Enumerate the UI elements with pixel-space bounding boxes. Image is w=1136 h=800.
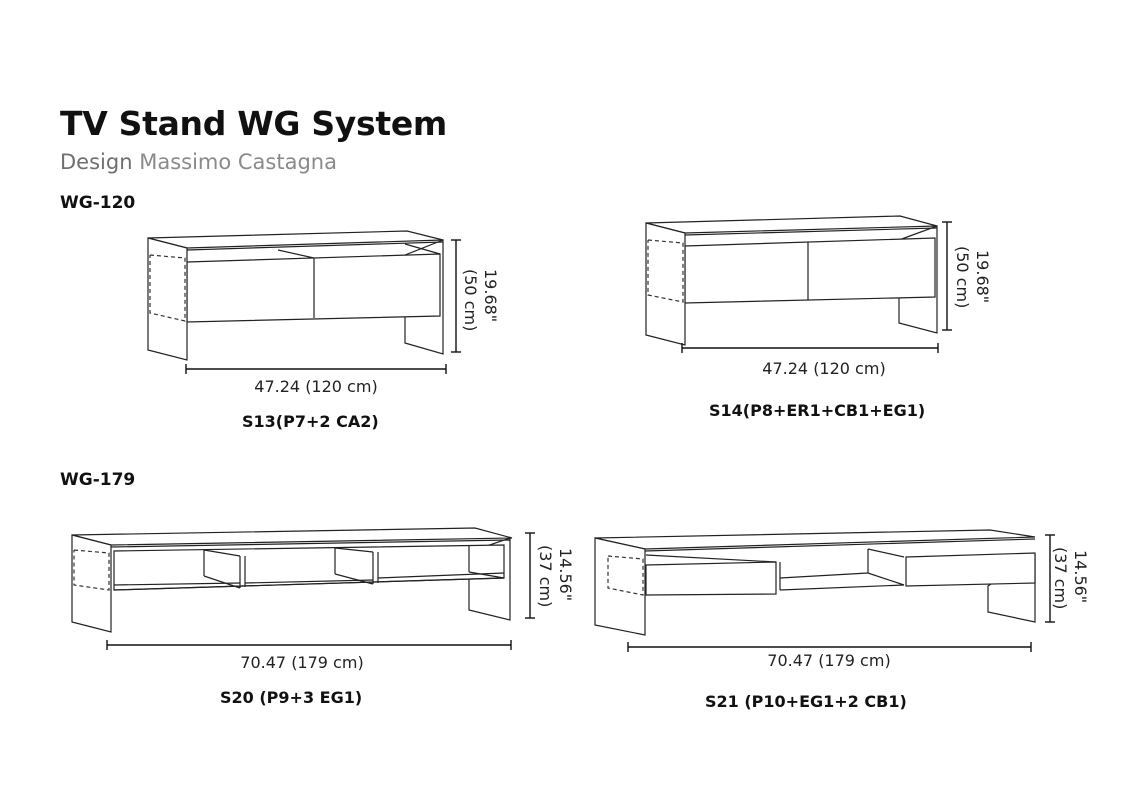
section-label-wg-120: WG-120	[60, 193, 136, 213]
height-dimension-s14-in: 19.68"	[973, 250, 992, 303]
drawing-s13	[147, 230, 461, 374]
drawing-s21	[594, 529, 1055, 652]
designer-credit: Design Massimo Castagna	[60, 150, 337, 174]
height-dimension-s14-cm: (50 cm)	[953, 246, 972, 308]
height-dimension-s13-in: 19.68"	[481, 269, 500, 322]
drawing-s20	[71, 527, 535, 650]
height-dimension-s13-cm: (50 cm)	[461, 269, 480, 331]
height-dimension-s20-cm: (37 cm)	[536, 545, 555, 607]
model-label-s21: S21 (P10+EG1+2 CB1)	[705, 692, 907, 711]
height-dimension-s21-in: 14.56"	[1071, 550, 1090, 603]
model-label-s13: S13(P7+2 CA2)	[242, 412, 379, 431]
height-dimension-s20-in: 14.56"	[556, 548, 575, 601]
section-label-wg-179: WG-179	[60, 470, 136, 490]
width-dimension-s21: 70.47 (179 cm)	[767, 651, 890, 670]
designer-name: Massimo Castagna	[139, 150, 337, 174]
page-title: TV Stand WG System	[60, 104, 447, 143]
height-dimension-s21-cm: (37 cm)	[1051, 547, 1070, 609]
drawing-s14	[645, 215, 952, 353]
width-dimension-s13: 47.24 (120 cm)	[254, 377, 377, 396]
model-label-s20: S20 (P9+3 EG1)	[220, 688, 363, 707]
design-label: Design	[60, 150, 133, 174]
model-label-s14: S14(P8+ER1+CB1+EG1)	[709, 401, 926, 420]
width-dimension-s20: 70.47 (179 cm)	[240, 653, 363, 672]
width-dimension-s14: 47.24 (120 cm)	[762, 359, 885, 378]
